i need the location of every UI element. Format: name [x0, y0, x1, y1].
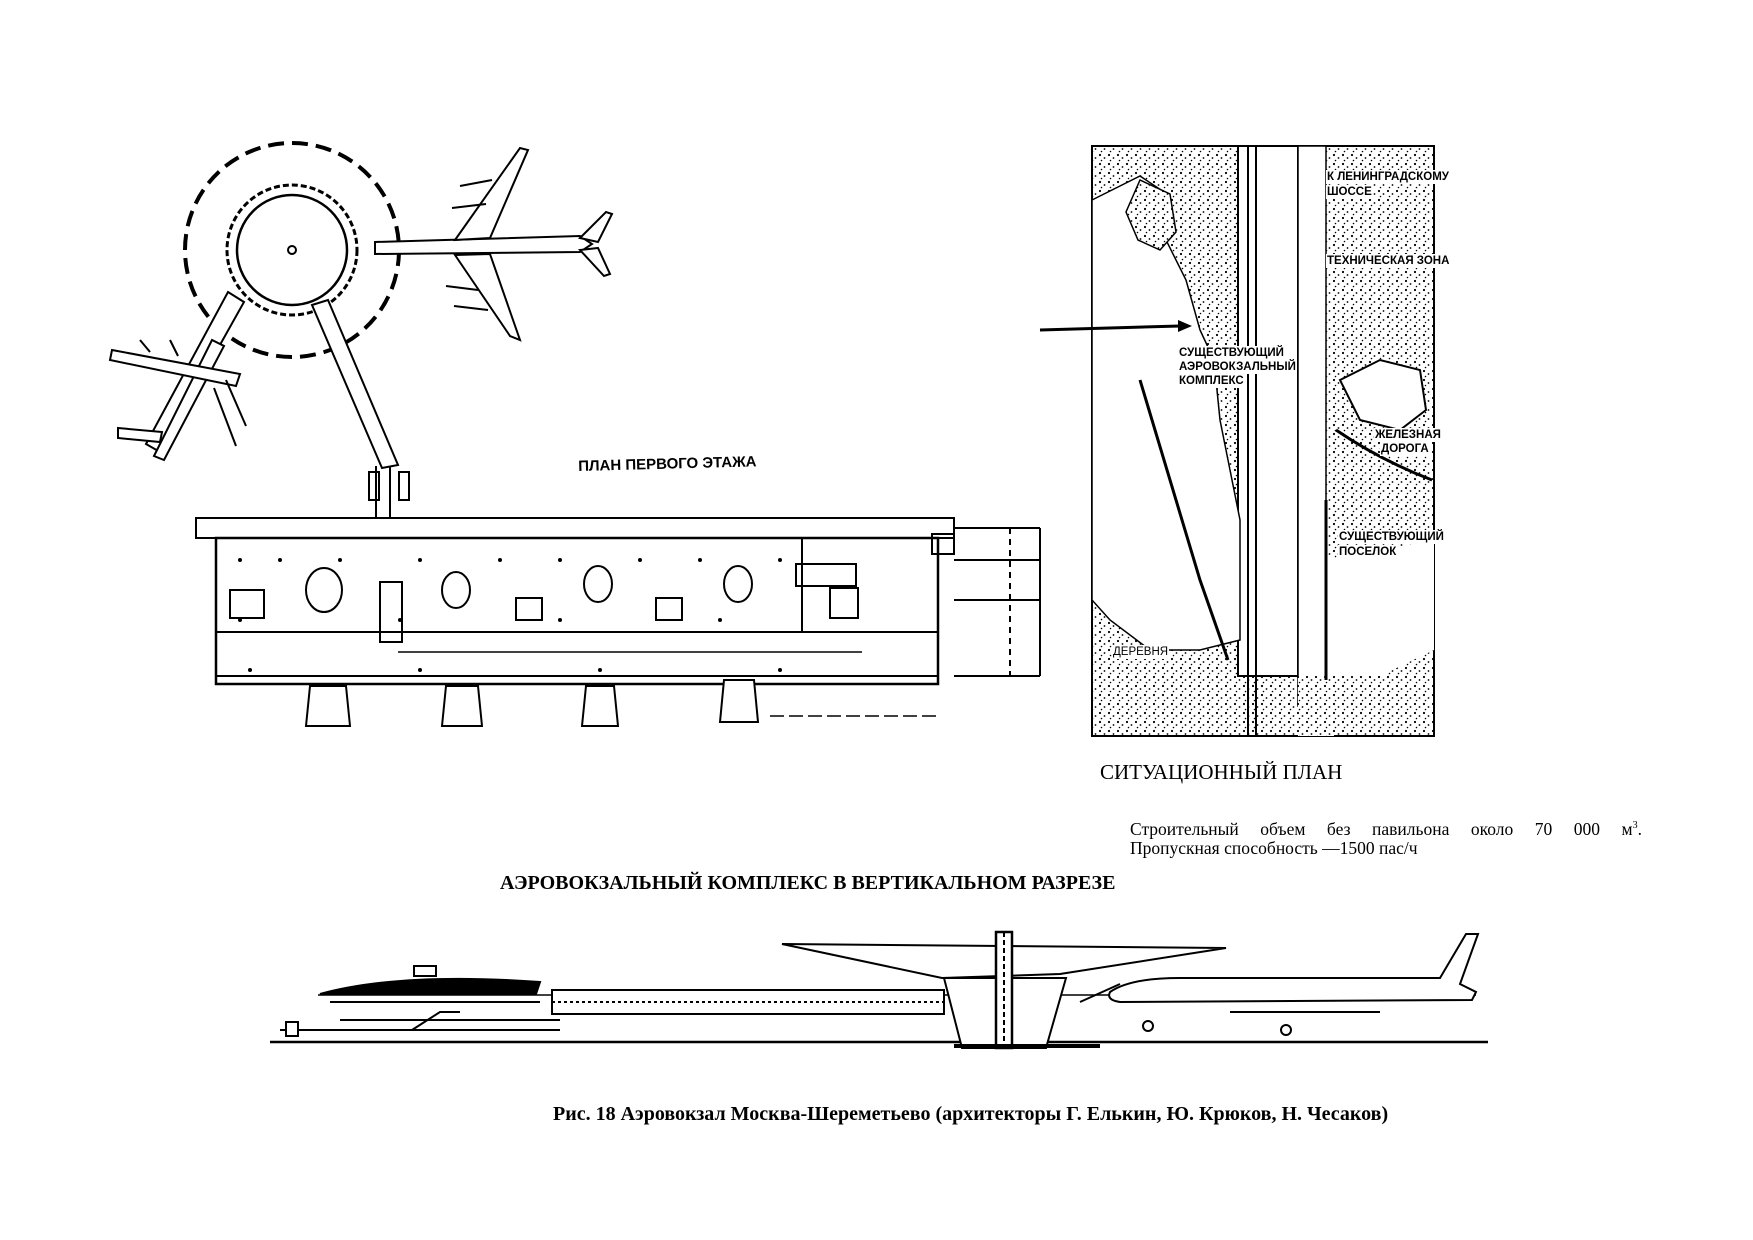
- rotunda-inner-ring: [235, 193, 349, 307]
- section-title: АЭРОВОКЗАЛЬНЫЙ КОМПЛЕКС В ВЕРТИКАЛЬНОМ Р…: [500, 872, 1116, 894]
- site-label-railway-2: ДОРОГА: [1380, 442, 1430, 456]
- stats-volume-sup: 3: [1632, 820, 1638, 831]
- figure-caption: Рис. 18 Аэровокзал Москва-Шереметьево (а…: [553, 1103, 1389, 1125]
- stats-volume-line: Строительный объем без павильона около 7…: [1130, 816, 1642, 839]
- stats-volume-end: .: [1637, 818, 1642, 839]
- site-label-settlement-2: ПОСЕЛОК: [1338, 545, 1398, 559]
- site-label-leningrad-1: К ЛЕНИНГРАДСКОМУ: [1326, 170, 1450, 184]
- site-label-village: ДЕРЕВНЯ: [1112, 645, 1170, 659]
- site-plan-title: СИТУАЦИОННЫЙ ПЛАН: [1100, 760, 1343, 784]
- building-stats: Строительный объем без павильона около 7…: [1130, 816, 1642, 858]
- site-label-railway-1: ЖЕЛЕЗНАЯ: [1374, 428, 1442, 442]
- terminal-building: [214, 536, 940, 686]
- aircraft-left: [108, 338, 247, 462]
- site-label-technical-zone: ТЕХНИЧЕСКАЯ ЗОНА: [1326, 254, 1451, 268]
- gallery-main: [310, 298, 400, 470]
- site-label-existing-1: СУЩЕСТВУЮЩИЙ: [1178, 346, 1285, 360]
- section-dome: [319, 977, 542, 995]
- pier-1: [304, 685, 352, 727]
- site-label-leningrad-2: ШОССЕ: [1326, 185, 1373, 199]
- stats-volume: Строительный объем без павильона около 7…: [1130, 818, 1633, 839]
- site-label-settlement-1: СУЩЕСТВУЮЩИЙ: [1338, 530, 1445, 544]
- site-label-existing-3: КОМПЛЕКС: [1178, 374, 1245, 388]
- rotunda-center: [287, 245, 297, 255]
- pier-4: [718, 679, 760, 723]
- aircraft-right: [374, 146, 614, 342]
- rotunda-middle-ring: [225, 183, 359, 317]
- site-label-existing-2: АЭРОВОКЗАЛЬНЫЙ: [1178, 360, 1297, 374]
- stats-capacity: Пропускная способность —1500 пас/ч: [1130, 837, 1418, 858]
- pier-2: [440, 685, 484, 727]
- pier-3: [580, 685, 620, 727]
- section-aircraft: [1108, 933, 1480, 1004]
- section-gallery: [551, 989, 945, 1015]
